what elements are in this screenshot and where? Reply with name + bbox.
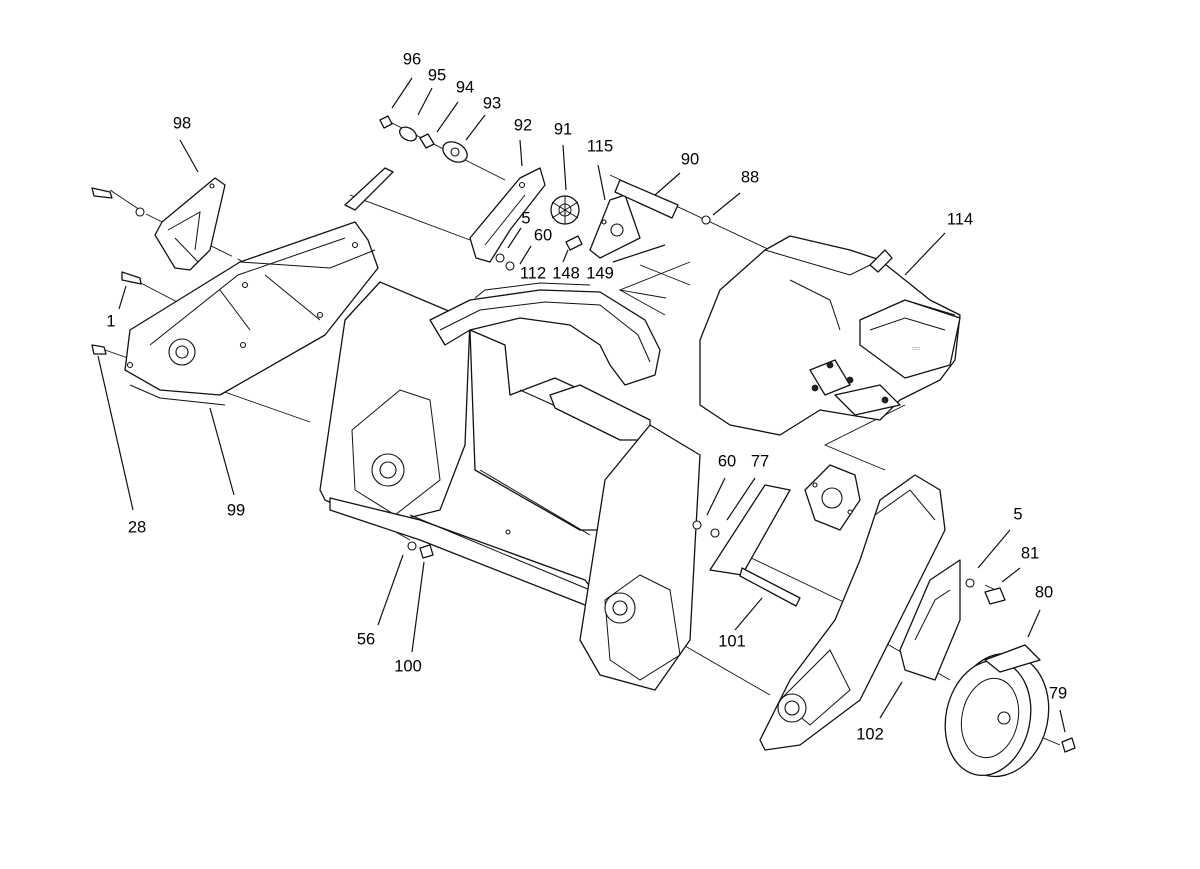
callout-60-right: 60 [718,452,736,470]
callout-114: 114 [947,210,973,228]
callout-148: 148 [552,264,580,282]
callout-91: 91 [554,120,572,138]
support-plate [589,194,641,259]
drive-gear [550,195,583,251]
idler-bracket [469,167,546,271]
callout-80: 80 [1035,583,1053,601]
hardware-left [91,187,145,355]
callout-96: 96 [403,50,421,68]
callout-115: 115 [587,137,613,155]
callout-79: 79 [1049,684,1067,702]
callout-102: 102 [856,725,884,743]
engine-assembly: :::::: [699,235,961,436]
callout-labels: 96 95 94 93 98 92 91 115 90 88 114 5 60 … [106,50,1067,743]
callout-60-top: 60 [534,226,552,244]
callout-95: 95 [428,66,446,84]
callout-101: 101 [718,632,746,650]
callout-100: 100 [394,657,422,675]
callout-leader-lines [97,77,1066,733]
mounting-bracket [154,177,226,271]
callout-28: 28 [128,518,146,536]
callout-92: 92 [514,116,532,134]
drive-shaft [614,179,711,225]
right-side-plate [759,474,1006,751]
callout-1: 1 [106,312,115,330]
callout-88: 88 [741,168,759,186]
axle-parts [692,484,801,607]
callout-90: 90 [681,150,699,168]
gasket-plate [804,464,861,531]
callout-149: 149 [586,264,614,282]
callout-93: 93 [483,94,501,112]
callout-56: 56 [357,630,375,648]
callout-94: 94 [456,78,474,96]
svg-text:::::::: :::::: [912,346,920,352]
callout-98: 98 [173,114,191,132]
hardware-bottom [407,541,434,559]
callout-99: 99 [227,501,245,519]
callout-77: 77 [751,452,769,470]
top-hardware [344,115,468,211]
callout-81: 81 [1021,544,1039,562]
wheel [944,644,1076,778]
callout-5-top: 5 [521,209,530,227]
left-side-plate [124,221,379,406]
callout-5-right: 5 [1013,505,1022,523]
callout-112: 112 [520,264,546,282]
auger-housing [319,281,701,691]
